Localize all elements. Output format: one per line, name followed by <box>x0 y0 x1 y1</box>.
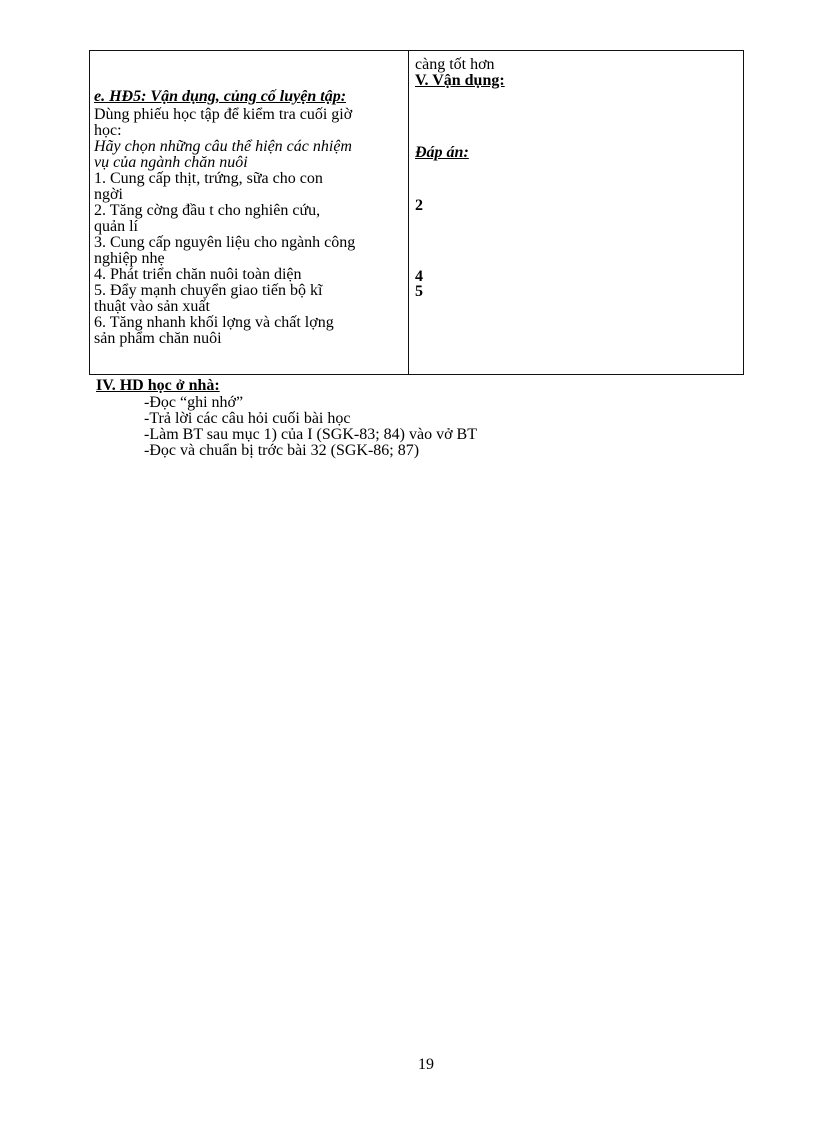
question-prompt-cont: vụ của ngành chăn nuôi <box>94 154 248 171</box>
option-2-cont: quản lí <box>94 218 138 235</box>
question-prompt: Hãy chọn những câu thể hiện các nhiệm <box>94 138 352 155</box>
activity-column: e. HĐ5: Vận dụng, củng cố luyện tập: Dùn… <box>94 51 404 374</box>
homework-item: -Làm BT sau mục 1) của I (SGK-83; 84) và… <box>144 426 477 443</box>
section-heading: V. Vận dụng: <box>415 72 505 89</box>
option-5: 5. Đẩy mạnh chuyển giao tiến bộ kĩ <box>94 282 323 299</box>
option-3: 3. Cung cấp nguyên liệu cho ngành công <box>94 234 356 251</box>
homework-item: -Trả lời các câu hỏi cuối bài học <box>144 410 351 427</box>
option-2: 2. Tăng cờng đầu t cho nghiên cứu, <box>94 202 321 219</box>
answer-label: Đáp án: <box>415 144 469 161</box>
column-divider <box>408 51 409 374</box>
option-4: 4. Phát triển chăn nuôi toàn diện <box>94 266 302 283</box>
option-6-cont: sản phẩm chăn nuôi <box>94 330 222 347</box>
answer-2: 2 <box>415 197 423 214</box>
answer-5: 5 <box>415 283 423 300</box>
answer-4: 4 <box>415 268 423 285</box>
homework-item: -Đọc “ghi nhớ” <box>144 394 244 411</box>
activity-intro-cont: học: <box>94 122 122 139</box>
homework-heading: IV. HD học ở nhà: <box>96 377 220 394</box>
option-5-cont: thuật vào sản xuất <box>94 298 210 315</box>
page-number: 19 <box>418 1056 434 1073</box>
option-1: 1. Cung cấp thịt, trứng, sữa cho con <box>94 170 323 187</box>
continuation-text: càng tốt hơn <box>415 56 495 73</box>
option-3-cont: nghiệp nhẹ <box>94 250 165 267</box>
option-6: 6. Tăng nhanh khối lợng và chất lợng <box>94 314 334 331</box>
answer-column: càng tốt hơn V. Vận dụng: Đáp án: 2 4 5 <box>415 51 740 374</box>
homework-item: -Đọc và chuẩn bị trớc bài 32 (SGK-86; 87… <box>144 442 420 459</box>
option-1-cont: ngời <box>94 186 123 203</box>
activity-heading: e. HĐ5: Vận dụng, củng cố luyện tập: <box>94 88 347 105</box>
activity-intro: Dùng phiếu học tập để kiểm tra cuối giờ <box>94 106 353 123</box>
lesson-table: e. HĐ5: Vận dụng, củng cố luyện tập: Dùn… <box>89 50 744 375</box>
